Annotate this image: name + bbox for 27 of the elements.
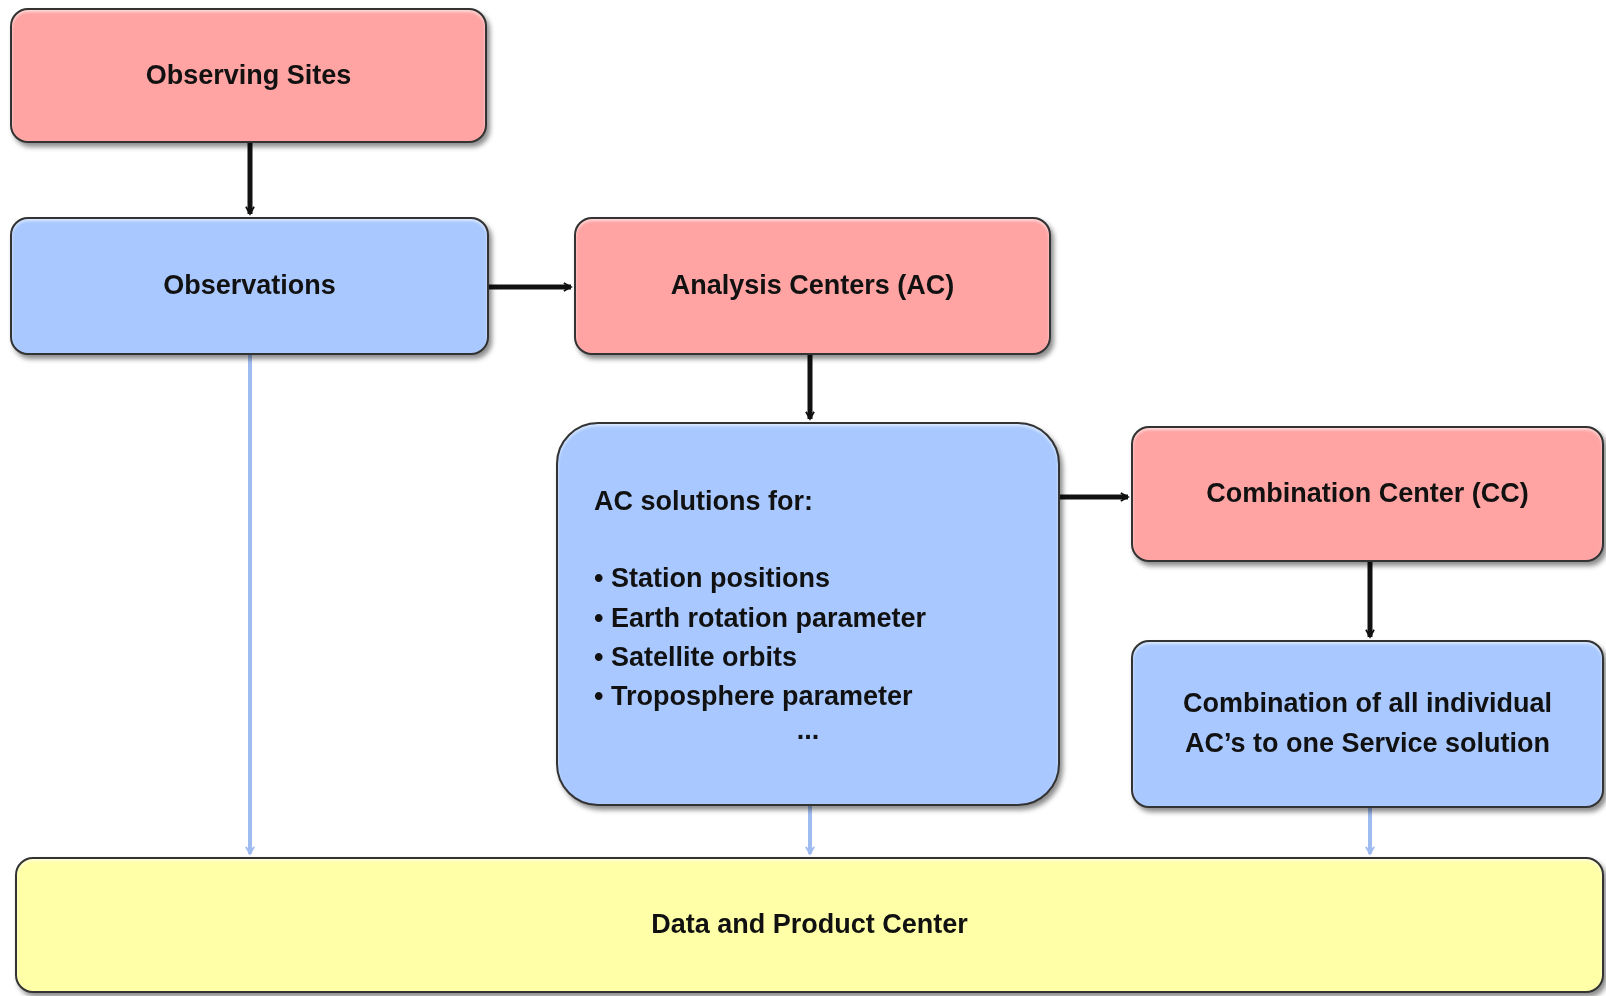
bullet-item: • Station positions [594,562,830,596]
arrow [805,806,815,855]
process-box [574,217,1051,355]
arrow [1060,492,1129,502]
arrow [1365,562,1375,638]
heading: AC solutions for: [594,485,813,519]
node-label: Combination Center (CC) [1206,477,1529,511]
arrow [805,355,815,420]
data-box [10,217,489,355]
data-box [1131,640,1604,808]
process-box [15,857,1604,993]
data-box [556,422,1060,806]
ellipsis: ... [796,716,820,746]
arrow [1365,808,1375,855]
bullet-item: • Troposphere parameter [594,679,913,713]
node-label: Observing Sites [145,58,352,92]
arrow [245,143,255,215]
process-box [1131,426,1604,562]
node-label: Combination of all individual AC’s to one Service solution [1182,687,1553,760]
bullet-item: • Satellite orbits [594,640,797,674]
bullet-item: • Earth rotation parameter [594,601,927,635]
arrow [245,355,255,855]
arrow [489,282,572,292]
process-box [10,8,487,143]
node-label: Analysis Centers (AC) [670,269,955,303]
node-label: Data and Product Center [651,908,968,942]
node-label: Observations [163,269,336,303]
